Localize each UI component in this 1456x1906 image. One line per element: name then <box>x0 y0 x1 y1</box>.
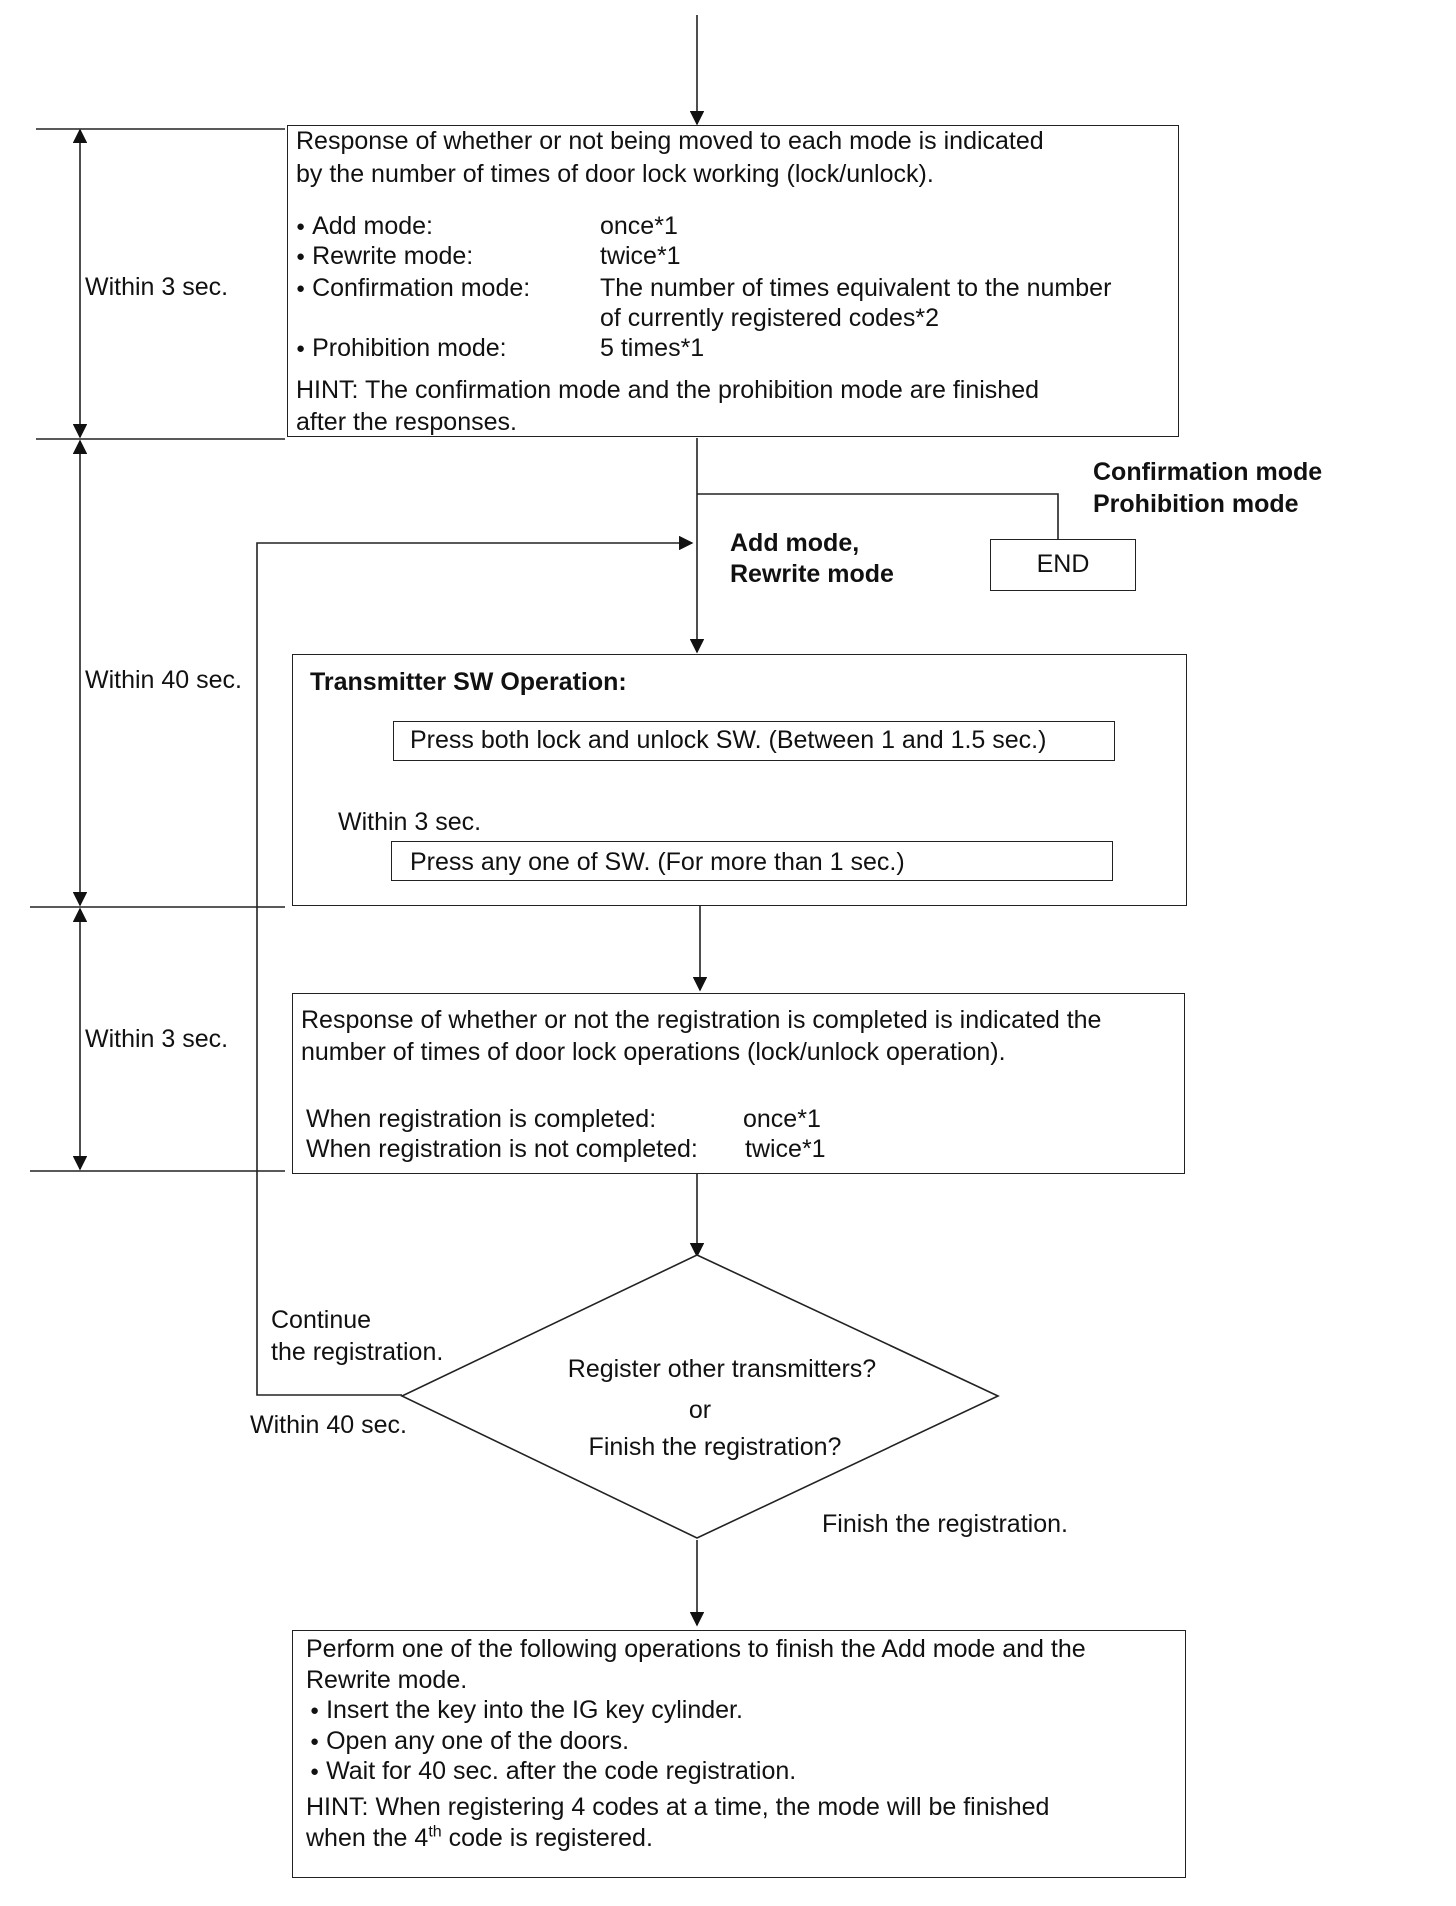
mode-add-value: once*1 <box>600 212 678 240</box>
finish-operation-item-3: Wait for 40 sec. after the code registra… <box>310 1756 796 1787</box>
continue-branch-label-line1: Add mode, <box>730 529 860 557</box>
loop-back-line <box>256 535 694 1396</box>
finish-operations-line2: Rewrite mode. <box>306 1666 468 1694</box>
transmitter-step1-box <box>393 721 1115 761</box>
timing-label-1: Within 3 sec. <box>85 273 229 301</box>
mode-rewrite-label: Rewrite mode: <box>296 241 473 272</box>
registration-not-completed-label: When registration is not completed: <box>306 1135 698 1163</box>
mode-confirmation-label: Confirmation mode: <box>296 273 530 304</box>
finish-registration-label: Finish the registration. <box>822 1510 1068 1538</box>
timing-label-2: Within 40 sec. <box>85 666 243 694</box>
registration-not-completed-value: twice*1 <box>745 1135 826 1163</box>
mode-rewrite-value: twice*1 <box>600 242 681 270</box>
mode-response-intro-line2: by the number of times of door lock work… <box>296 160 934 188</box>
decision-text-line1: Register other transmitters? <box>567 1355 877 1383</box>
continue-branch-label-line2: Rewrite mode <box>730 560 894 588</box>
transmitter-step2-text: Press any one of SW. (For more than 1 se… <box>410 848 905 876</box>
finish-operations-hint-line1: HINT: When registering 4 codes at a time… <box>306 1793 1050 1821</box>
transmitter-step1-text: Press both lock and unlock SW. (Between … <box>410 726 1047 754</box>
end-branch-label-line2: Prohibition mode <box>1093 490 1299 518</box>
registration-response-line2: number of times of door lock operations … <box>301 1038 1006 1066</box>
mode-prohibition-label: Prohibition mode: <box>296 333 507 364</box>
transmitter-step2-box <box>391 841 1113 881</box>
registration-response-box <box>292 993 1185 1174</box>
mode-prohibition-value: 5 times*1 <box>600 334 705 362</box>
finish-operations-line1: Perform one of the following operations … <box>306 1635 1086 1663</box>
mode-confirmation-value: The number of times equivalent to the nu… <box>600 274 1112 302</box>
finish-operations-hint-line2: when the 4th code is registered. <box>306 1822 653 1854</box>
registration-completed-label: When registration is completed: <box>306 1105 657 1133</box>
registration-completed-value: once*1 <box>743 1105 821 1133</box>
loop-timing-label: Within 40 sec. <box>250 1411 408 1439</box>
decision-text-line2: or <box>688 1396 712 1424</box>
continue-registration-label-line2: the registration. <box>271 1338 444 1366</box>
transmitter-operation-title: Transmitter SW Operation: <box>310 668 627 696</box>
hint-line2-end: code is registered. <box>441 1824 653 1852</box>
mode-add-label: Add mode: <box>296 211 433 242</box>
mode-confirmation-value-line2: of currently registered codes*2 <box>600 304 940 332</box>
end-branch-line <box>697 493 1059 539</box>
timing-label-3: Within 3 sec. <box>85 1025 229 1053</box>
end-box-label: END <box>1036 550 1090 578</box>
hint-line2-start: when the 4 <box>306 1824 429 1852</box>
mode-response-hint-line1: HINT: The confirmation mode and the proh… <box>296 376 1040 404</box>
continue-registration-label-line1: Continue <box>271 1306 372 1334</box>
finish-operation-item-2: Open any one of the doors. <box>310 1726 629 1757</box>
mode-response-hint-line2: after the responses. <box>296 408 517 436</box>
decision-diamond <box>400 1254 1000 1539</box>
end-box <box>990 539 1136 591</box>
registration-response-line1: Response of whether or not the registrat… <box>301 1006 1102 1034</box>
decision-text-line3: Finish the registration? <box>588 1433 842 1461</box>
inner-timing-label: Within 3 sec. <box>338 808 482 836</box>
hint-line2-superscript: th <box>428 1823 442 1841</box>
finish-operation-item-1: Insert the key into the IG key cylinder. <box>310 1695 743 1726</box>
end-branch-label-line1: Confirmation mode <box>1093 458 1323 486</box>
mode-response-intro-line1: Response of whether or not being moved t… <box>296 127 1044 155</box>
